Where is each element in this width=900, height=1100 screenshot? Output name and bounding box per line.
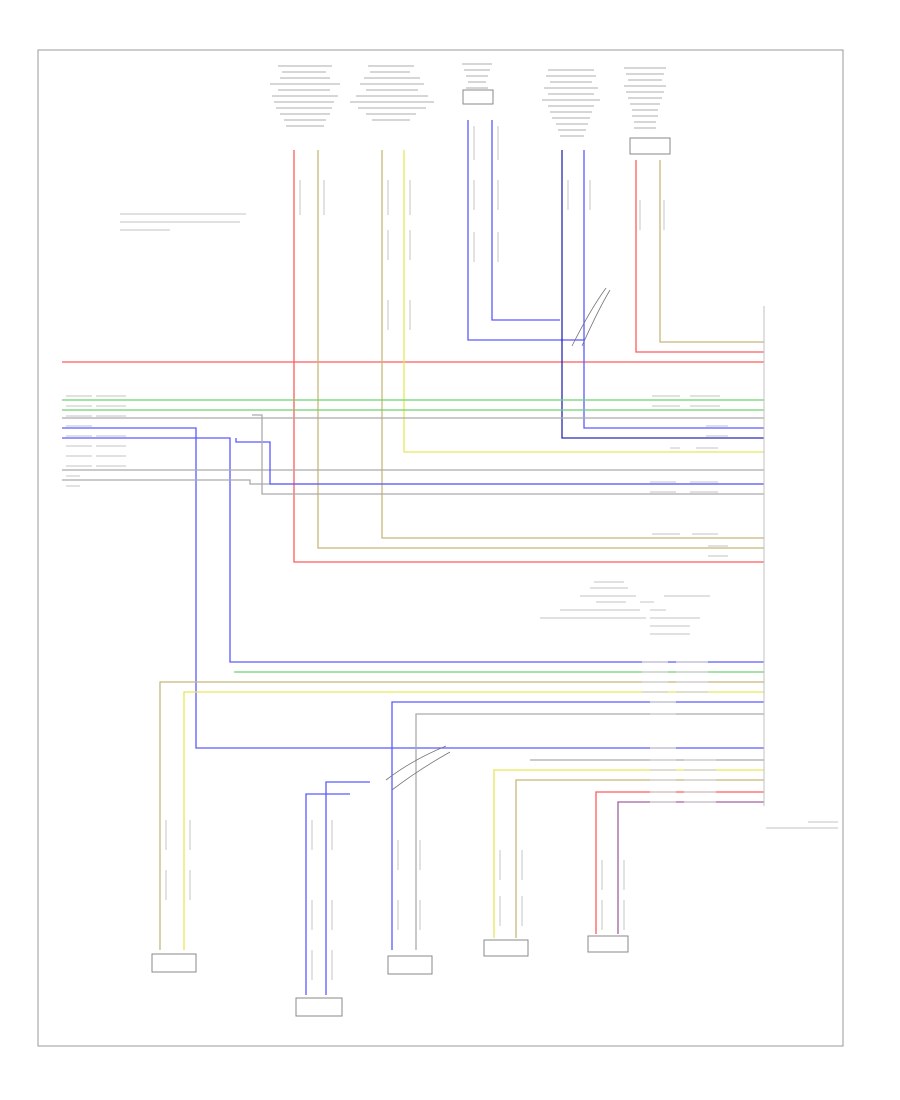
vertical-wire-labels — [165, 126, 665, 980]
top-component-labels — [270, 63, 666, 137]
wire-blue-b2a — [305, 793, 350, 995]
wire-code-labels — [66, 395, 838, 829]
wire-red-b5 — [595, 791, 764, 934]
connector-bottom-2 — [295, 997, 343, 1017]
wire-blue-top3b — [491, 120, 560, 321]
bottom-connectors — [151, 935, 629, 1017]
wire-yellow-top2 — [403, 150, 764, 453]
wire-blue-top4b — [583, 150, 764, 429]
wire-blue-mid — [235, 438, 764, 485]
legend-block — [120, 213, 246, 231]
wire-blue-top4a — [561, 150, 764, 439]
connector-bottom-3 — [387, 955, 433, 975]
wire-gray-low — [415, 713, 764, 950]
twisted-pair-markers — [385, 287, 611, 791]
wire-blue-low — [391, 701, 764, 950]
wire-gray-mid — [252, 414, 764, 495]
wire-tan-top5 — [659, 160, 764, 343]
wire-tan-b4 — [515, 779, 764, 938]
wire-yellow-low2 — [183, 691, 764, 950]
wire-yellow-b4 — [493, 769, 764, 938]
connector-bottom-5 — [587, 935, 629, 953]
wire-blue-b2b — [325, 781, 370, 995]
connector-top-5 — [629, 137, 671, 155]
wire-red-top1 — [293, 150, 764, 563]
wires — [62, 120, 764, 995]
top-connectors — [462, 89, 671, 155]
diagram-frame — [37, 49, 844, 1047]
connector-top-3 — [462, 89, 494, 105]
wire-blue-left2 — [62, 437, 764, 663]
wire-red-top5 — [635, 160, 764, 353]
connector-bottom-4 — [483, 939, 529, 957]
wire-tan-top2 — [381, 150, 764, 539]
wire-violet-b5 — [617, 801, 764, 934]
wire-blue-left — [62, 427, 764, 749]
wire-tan-top1 — [317, 150, 764, 549]
wire-yellow-low — [159, 681, 764, 950]
connector-bottom-1 — [151, 953, 197, 973]
wire-blue-top3a — [467, 120, 584, 341]
